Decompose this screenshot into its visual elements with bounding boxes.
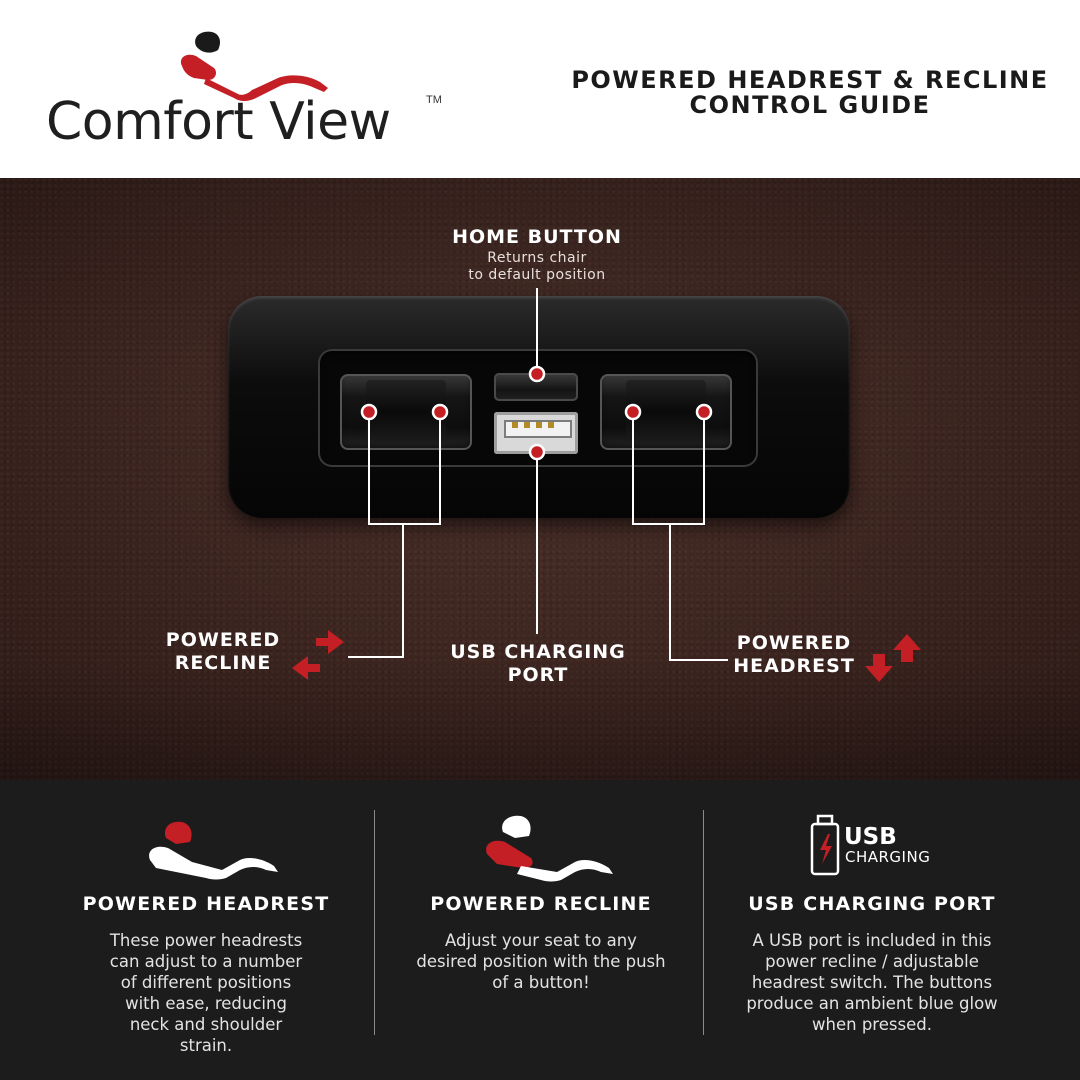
column-divider xyxy=(703,810,704,1035)
home-button-desc-line1: Returns chair xyxy=(487,250,587,266)
feature-description: A USB port is included in this power rec… xyxy=(746,931,998,1034)
recliner-logo-icon xyxy=(180,31,328,101)
powered-headrest-line2: HEADREST xyxy=(733,655,855,677)
trademark-mark: TM xyxy=(426,94,442,106)
feature-description: Adjust your seat to any desired position… xyxy=(416,931,666,992)
recliner-seat-icon xyxy=(486,815,613,882)
usb-battery-icon xyxy=(810,814,840,876)
callout-lines xyxy=(292,288,921,682)
recliner-headrest-icon xyxy=(149,821,278,880)
feature-title: POWERED RECLINE xyxy=(430,893,652,915)
home-button-desc-line2: to default position xyxy=(468,267,606,283)
usb-charging-line2: PORT xyxy=(507,664,569,686)
powered-headrest-line1: POWERED xyxy=(736,632,852,654)
usb-icon-text: USB xyxy=(844,824,897,850)
usb-port-dot xyxy=(528,443,546,461)
up-down-arrows-icon xyxy=(865,634,921,682)
feature-headrest: POWERED HEADREST These power headrests c… xyxy=(26,780,386,1080)
headrest-dot-left xyxy=(624,403,642,421)
feature-description: These power headrests can adjust to a nu… xyxy=(109,931,303,1055)
feature-title: USB CHARGING PORT xyxy=(748,893,996,915)
recline-dot-left xyxy=(360,403,378,421)
charging-icon-text: CHARGING xyxy=(845,848,931,866)
home-button-dot xyxy=(528,365,546,383)
control-diagram: HOME BUTTON Returns chair to default pos… xyxy=(0,178,1080,780)
usb-charging-line1: USB CHARGING xyxy=(450,641,626,663)
left-right-arrows-icon xyxy=(292,630,344,680)
brand-name: Comfort View xyxy=(46,92,391,152)
usb-charging-label: USB CHARGING PORT xyxy=(440,641,636,687)
usb-port[interactable] xyxy=(494,412,578,454)
page-title-line1: POWERED HEADREST & RECLINE xyxy=(571,66,1049,94)
page-title: POWERED HEADREST & RECLINE CONTROL GUIDE xyxy=(540,68,1080,118)
powered-recline-line1: POWERED xyxy=(165,629,281,651)
feature-title: POWERED HEADREST xyxy=(82,893,330,915)
home-button-description: Returns chair to default position xyxy=(440,250,634,284)
feature-usb: USB CHARGING USB CHARGING PORT A USB por… xyxy=(692,780,1052,1080)
header: Comfort View TM POWERED HEADREST & RECLI… xyxy=(0,0,1080,178)
home-button-label: HOME BUTTON xyxy=(452,226,622,248)
page-title-line2: CONTROL GUIDE xyxy=(689,91,931,119)
feature-recline: POWERED RECLINE Adjust your seat to any … xyxy=(361,780,721,1080)
headrest-dot-right xyxy=(695,403,713,421)
powered-recline-label: POWERED RECLINE xyxy=(150,629,296,675)
powered-recline-line2: RECLINE xyxy=(174,652,272,674)
features-section: POWERED HEADREST These power headrests c… xyxy=(0,780,1080,1080)
powered-headrest-label: POWERED HEADREST xyxy=(726,632,862,678)
recline-dot-right xyxy=(431,403,449,421)
column-divider xyxy=(374,810,375,1035)
